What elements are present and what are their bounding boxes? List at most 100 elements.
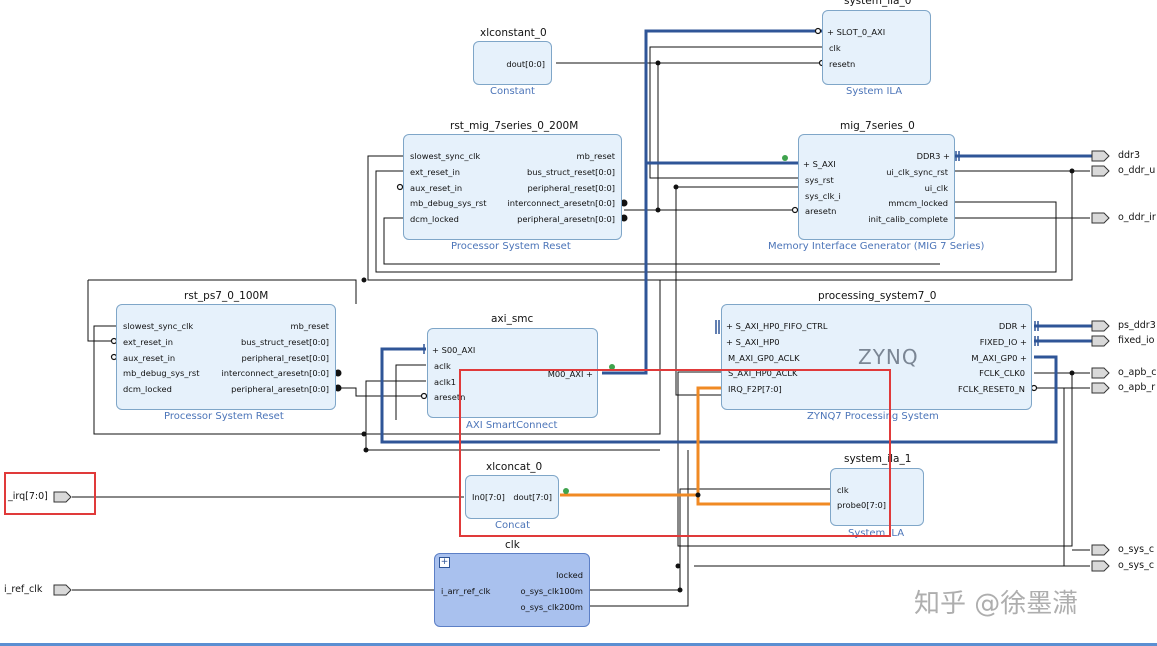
- ext-port-o-sys-c2[interactable]: o_sys_c: [1118, 560, 1155, 571]
- ps7-port-hp0[interactable]: + S_AXI_HP0: [726, 337, 780, 347]
- ext-port-o-sys-c1[interactable]: o_sys_c: [1118, 544, 1155, 555]
- xlconcat-in-0: In0[7:0]: [472, 492, 505, 502]
- smc-port-s00[interactable]: + S00_AXI: [432, 345, 476, 355]
- rst-ps7-in-1: ext_reset_in: [123, 337, 173, 347]
- mig-block[interactable]: + S_AXI sys_rst sys_clk_i aresetn DDR3 +…: [798, 134, 955, 240]
- plus-icon: +: [583, 369, 593, 379]
- xlconstant-port-dout: dout[0:0]: [506, 59, 545, 69]
- rst-mig-out-2: peripheral_reset[0:0]: [527, 183, 615, 193]
- clk-out-0: locked: [556, 570, 583, 580]
- wire-concat-to-ila1: [696, 495, 830, 506]
- ext-port-fixed-io[interactable]: fixed_io: [1118, 335, 1155, 346]
- expand-icon[interactable]: +: [439, 557, 450, 568]
- smc-in-3: aresetn: [434, 392, 466, 402]
- clk-block[interactable]: + i_arr_ref_clk locked o_sys_clk100m o_s…: [434, 553, 590, 627]
- rst-ps7-in-4: dcm_locked: [123, 384, 172, 394]
- ps7-port-ddr[interactable]: DDR +: [998, 321, 1027, 331]
- ila1-in-0: clk: [837, 485, 849, 495]
- rst-ps7-out-2: peripheral_reset[0:0]: [241, 353, 329, 363]
- rst-ps7-out-4: peripheral_aresetn[0:0]: [231, 384, 329, 394]
- wire-mig-syncrst-loop: [367, 155, 1073, 281]
- ila0-port-clk: clk: [829, 43, 841, 53]
- plus-icon: +: [1017, 337, 1027, 347]
- wire-clk200: [588, 450, 689, 607]
- ext-port-o-ddr-ir[interactable]: o_ddr_ir: [1118, 212, 1156, 223]
- wire-concat-to-irq: [560, 386, 722, 497]
- rst-ps7-title: rst_ps7_0_100M: [184, 290, 269, 302]
- clk-in-0: i_arr_ref_clk: [441, 586, 491, 596]
- mig-out-4: init_calib_complete: [868, 214, 948, 224]
- ext-port-o-apb-r[interactable]: o_apb_r: [1118, 382, 1156, 393]
- rst-mig-in-0: slowest_sync_clk: [410, 151, 481, 161]
- ps7-port-fifo[interactable]: + S_AXI_HP0_FIFO_CTRL: [726, 321, 828, 331]
- xlconstant-title: xlconstant_0: [480, 27, 547, 39]
- mig-in-2: sys_clk_i: [805, 191, 841, 201]
- ext-port-o-ddr-u[interactable]: o_ddr_u: [1118, 165, 1156, 176]
- rst-ps7-block[interactable]: slowest_sync_clk ext_reset_in aux_reset_…: [116, 304, 336, 410]
- mig-in-1: sys_rst: [805, 175, 834, 185]
- sys-ila1-subtitle: System ILA: [848, 528, 905, 539]
- rst-mig-out-1: bus_struct_reset[0:0]: [526, 167, 615, 177]
- wire-rst-mig-dcm: [383, 217, 940, 265]
- ps7-block[interactable]: + S_AXI_HP0_FIFO_CTRL + S_AXI_HP0 M_AXI_…: [721, 304, 1032, 410]
- wire-smc-aclk: [395, 364, 426, 420]
- xlconcat-subtitle: Concat: [495, 520, 530, 531]
- ps7-title: processing_system7_0: [818, 290, 937, 302]
- ps7-port-mgp0[interactable]: M_AXI_GP0 +: [971, 353, 1027, 363]
- ila0-port-resetn: resetn: [829, 59, 856, 69]
- wire-rst-ps7-slowclk: [93, 280, 661, 435]
- highlight-box-concat-irq: [459, 369, 891, 537]
- bus-smc-to-ila0: [602, 29, 822, 375]
- ps7-in-3: S_AXI_HP0_ACLK: [728, 368, 798, 378]
- xlconcat-block[interactable]: In0[7:0] dout[7:0]: [465, 475, 559, 519]
- ext-port-ddr3[interactable]: ddr3: [1118, 150, 1141, 161]
- mig-title: mig_7series_0: [840, 120, 915, 132]
- clk-out-1: o_sys_clk100m: [520, 586, 583, 596]
- rst-ps7-in-2: aux_reset_in: [123, 353, 176, 363]
- rst-ps7-out-0: mb_reset: [290, 321, 329, 331]
- ila0-port-slot[interactable]: + SLOT_0_AXI: [827, 27, 886, 37]
- mig-port-saxi[interactable]: + S_AXI: [803, 159, 836, 169]
- highlight-box-irq: [4, 472, 96, 515]
- rst-ps7-out-1: bus_struct_reset[0:0]: [240, 337, 329, 347]
- ila1-in-1: probe0[7:0]: [837, 500, 887, 510]
- wire-ila1-clk: [588, 488, 830, 591]
- rst-mig-in-3: mb_debug_sys_rst: [410, 198, 487, 208]
- ext-port-o-apb-c[interactable]: o_apb_c: [1118, 367, 1157, 378]
- rst-ps7-subtitle: Processor System Reset: [164, 411, 284, 422]
- ps7-port-fixedio[interactable]: FIXED_IO +: [979, 337, 1027, 347]
- mig-subtitle: Memory Interface Generator (MIG 7 Series…: [768, 241, 985, 252]
- wire-ps7rst-to-smc-aresetn: [338, 387, 426, 397]
- rst-mig-out-4: peripheral_aresetn[0:0]: [517, 214, 615, 224]
- sys-ila0-title: system_ila_0: [844, 0, 912, 7]
- ps7-in-4: IRQ_F2P[7:0]: [728, 384, 782, 394]
- ext-port-irq[interactable]: _irq[7:0]: [8, 491, 48, 502]
- sys-ila1-block[interactable]: clk probe0[7:0]: [830, 468, 924, 526]
- rst-mig-title: rst_mig_7series_0_200M: [450, 120, 579, 132]
- watermark: 知乎 @徐墨潇: [914, 589, 1079, 619]
- rst-mig-out-3: interconnect_aresetn[0:0]: [507, 198, 615, 208]
- ext-port-ps-ddr3[interactable]: ps_ddr3: [1118, 320, 1156, 331]
- sys-ila0-subtitle: System ILA: [846, 86, 903, 97]
- smc-block[interactable]: + S00_AXI aclk aclk1 aresetn M00_AXI +: [427, 328, 598, 418]
- wire-rst-ps7-ext: [87, 280, 118, 342]
- plus-icon: +: [940, 151, 950, 161]
- smc-port-m00[interactable]: M00_AXI +: [547, 369, 593, 379]
- ext-port-ref-clk[interactable]: i_ref_clk: [4, 584, 43, 595]
- sys-ila0-block[interactable]: + SLOT_0_AXI clk resetn: [822, 10, 931, 85]
- mig-out-2: ui_clk: [924, 183, 948, 193]
- rst-mig-subtitle: Processor System Reset: [451, 241, 571, 252]
- wire-smc-aclk1: [365, 380, 660, 451]
- rst-ps7-in-3: mb_debug_sys_rst: [123, 368, 200, 378]
- plus-icon: +: [803, 159, 813, 169]
- bottom-border: [0, 643, 1157, 646]
- rst-mig-block[interactable]: slowest_sync_clk ext_reset_in aux_reset_…: [403, 134, 622, 240]
- plus-icon: +: [1017, 321, 1027, 331]
- rst-mig-in-2: aux_reset_in: [410, 183, 463, 193]
- xlconstant-block[interactable]: dout[0:0]: [473, 41, 552, 85]
- mig-port-ddr3[interactable]: DDR3 +: [916, 151, 950, 161]
- plus-icon: +: [726, 337, 736, 347]
- plus-icon: +: [726, 321, 736, 331]
- wire-const-to-mig-aresetn: [657, 63, 798, 211]
